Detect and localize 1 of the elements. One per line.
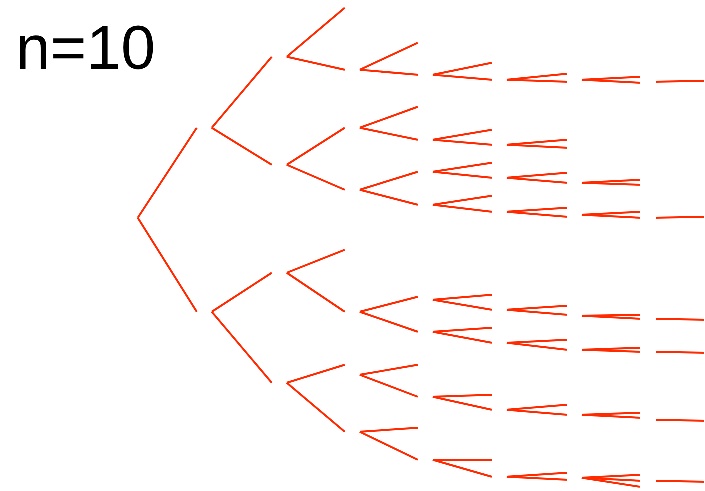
size-label: n=10 — [16, 18, 156, 80]
